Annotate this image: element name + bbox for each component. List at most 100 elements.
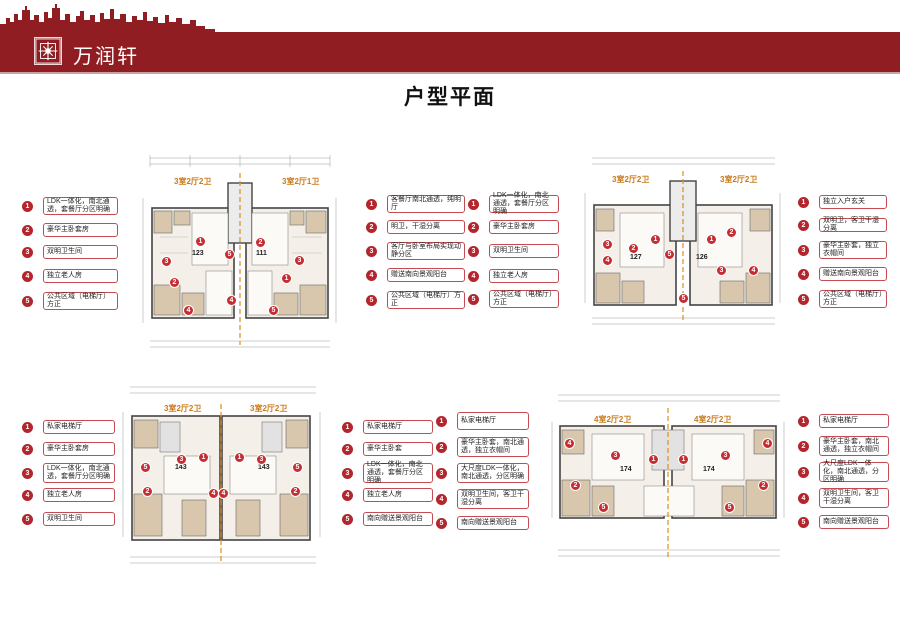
- feature-marker: 5: [140, 462, 151, 473]
- unit-type-label: 3室2厅1卫: [282, 177, 320, 186]
- feature-text: 豪华主卧套房: [43, 442, 115, 456]
- feature-marker: 2: [758, 480, 769, 491]
- feature-number: 4: [798, 268, 809, 280]
- feature-marker: 1: [678, 454, 689, 465]
- feature-item: 2 豪华主卧套房: [22, 442, 115, 456]
- feature-number: 2: [22, 224, 33, 236]
- unit-area-label: 143: [175, 464, 187, 471]
- feature-number: 2: [22, 443, 33, 455]
- feature-number: 4: [342, 489, 353, 501]
- feature-text: 私家电梯厅: [43, 420, 115, 434]
- page-title: 户型平面: [404, 86, 496, 109]
- feature-number: 3: [22, 246, 33, 258]
- feature-item: 2 豪华主卧套房: [22, 223, 118, 237]
- feature-marker: 2: [628, 243, 639, 254]
- feature-marker: 2: [290, 486, 301, 497]
- feature-number: 3: [798, 466, 809, 478]
- feature-marker: 3: [176, 454, 187, 465]
- feature-text: 私家电梯厅: [363, 420, 433, 434]
- feature-marker: 3: [294, 255, 305, 266]
- feature-text: 双明卫生间，客卫干湿分离: [457, 489, 529, 509]
- feature-marker: 1: [234, 452, 245, 463]
- feature-text: 客餐厅南北通透，纯明厅: [387, 195, 465, 213]
- feature-text: 公共区域（电梯厅）方正: [819, 290, 887, 308]
- feature-text: 公共区域（电梯厅）方正: [489, 290, 559, 308]
- feature-text: 独立老人房: [363, 488, 433, 502]
- feature-number: 2: [798, 219, 809, 231]
- feature-marker: 3: [610, 450, 621, 461]
- feature-marker: 5: [724, 502, 735, 513]
- feature-text: 明卫，干湿分离: [387, 220, 465, 234]
- feature-number: 2: [468, 221, 479, 233]
- city-skyline-graphic: [0, 4, 215, 34]
- wanrunxuan-logo-icon: [34, 37, 62, 65]
- feature-marker: 5: [598, 502, 609, 513]
- unit-area-label: 174: [703, 466, 715, 473]
- unit-area-label: 111: [256, 250, 267, 257]
- feature-number: 1: [342, 421, 353, 433]
- feature-text: 豪华主卧套，南北通透，独立衣帽间: [819, 436, 889, 456]
- feature-number: 1: [436, 415, 447, 427]
- feature-number: 4: [468, 270, 479, 282]
- feature-text: 双明卫生间: [489, 244, 559, 258]
- feature-text: 双明卫生间: [43, 245, 118, 259]
- feature-text: 大尺度LDK一体化，南北通透，分区明确: [457, 463, 529, 483]
- feature-marker: 4: [218, 488, 229, 499]
- feature-marker: 3: [161, 256, 172, 267]
- feature-item: 3 双明卫生间: [22, 245, 118, 259]
- feature-text: 豪华主卧套房: [43, 223, 118, 237]
- feature-marker: 3: [716, 265, 727, 276]
- unit-type-label: 4室2厅2卫: [694, 415, 732, 424]
- feature-text: 私家电梯厅: [819, 414, 889, 428]
- feature-number: 5: [436, 517, 447, 529]
- feature-text: 双明卫生间: [43, 512, 115, 526]
- unit-area-label: 126: [696, 254, 708, 261]
- floor-plan-drawing: [142, 155, 337, 348]
- feature-number: 5: [798, 516, 809, 528]
- feature-number: 2: [436, 441, 447, 453]
- feature-marker: 1: [648, 454, 659, 465]
- feature-marker: 4: [564, 438, 575, 449]
- feature-text: 私家电梯厅: [457, 412, 529, 430]
- feature-text: 豪华主卧套房: [489, 220, 559, 234]
- feature-number: 4: [22, 489, 33, 501]
- feature-marker: 3: [720, 450, 731, 461]
- feature-number: 3: [798, 244, 809, 256]
- feature-text: LDK一体化，南北通透，套餐厅分区明确: [43, 463, 115, 483]
- feature-text: 豪华主卧套: [363, 442, 433, 456]
- feature-item: 2 明卫，干湿分离: [366, 220, 465, 234]
- feature-marker: 2: [142, 486, 153, 497]
- feature-marker: 3: [602, 239, 613, 250]
- feature-text: LDK一体化，南北通透，套餐厅分区明确: [363, 461, 433, 484]
- header-banner: [0, 32, 900, 72]
- feature-number: 4: [798, 492, 809, 504]
- feature-number: 1: [366, 198, 377, 210]
- floor-plan-block: 3室2厅2卫 3室2厅2卫 143 143 1 2 3 4 5 1 2 3 4 …: [118, 382, 323, 572]
- feature-number: 5: [22, 513, 33, 525]
- unit-area-label: 127: [630, 254, 642, 261]
- unit-type-label: 3室2厅2卫: [250, 404, 288, 413]
- feature-marker: 1: [198, 452, 209, 463]
- feature-marker: 5: [678, 293, 689, 304]
- feature-marker: 1: [281, 273, 292, 284]
- header-divider: [0, 72, 900, 74]
- feature-number: 3: [468, 245, 479, 257]
- feature-marker: 2: [570, 480, 581, 491]
- feature-number: 2: [366, 221, 377, 233]
